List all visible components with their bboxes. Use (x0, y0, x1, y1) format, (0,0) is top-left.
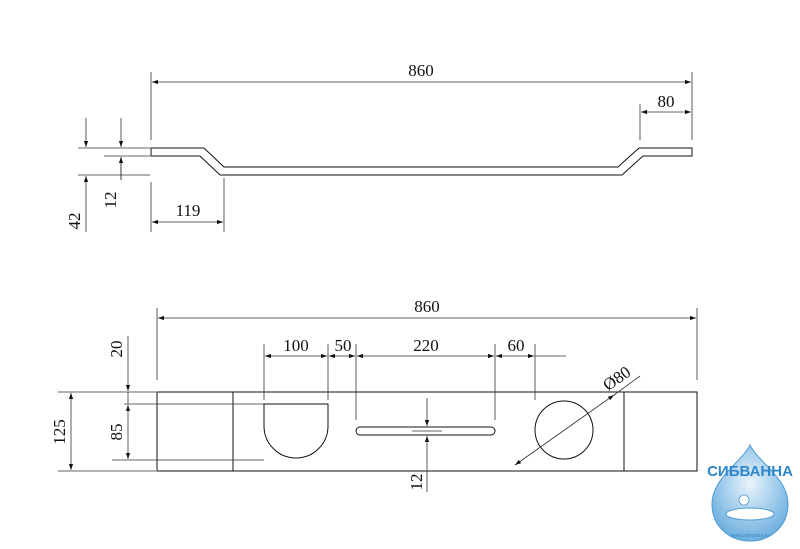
dim-height: 42 (65, 213, 84, 230)
strip-profile (150, 147, 693, 176)
brand-logo: СИБВАННА www.sibvanna.ru (707, 443, 793, 542)
slot (355, 426, 496, 436)
dim-hole-diameter: Ø80 (599, 362, 634, 394)
dim-slot-width: 12 (407, 474, 426, 491)
dim-overall-bottom: 860 (414, 297, 440, 316)
logo-name: СИБВАННА (707, 463, 793, 480)
water-drop-icon (711, 443, 789, 542)
logo-url: www.sibvanna.ru (731, 533, 769, 539)
dim-notch-depth: 85 (107, 424, 126, 441)
dim-gap-2: 60 (508, 336, 525, 355)
top-view: 860 80 12 42 119 (65, 61, 693, 232)
u-notch (263, 403, 329, 459)
bottom-view: 860 100 50 220 60 Ø80 20 125 85 (50, 297, 698, 492)
dim-width: 125 (50, 419, 69, 445)
dim-top-offset: 20 (107, 341, 126, 358)
dim-overall-top: 860 (408, 61, 434, 80)
dim-gap: 50 (335, 336, 352, 355)
dim-end: 80 (658, 92, 675, 111)
dim-slot-length: 220 (413, 336, 439, 355)
dim-thickness: 12 (101, 192, 120, 209)
dim-offset: 119 (176, 201, 201, 220)
dim-notch-width: 100 (283, 336, 309, 355)
bathtub-icon (725, 507, 775, 521)
dim-line-hole-diameter (514, 394, 615, 466)
